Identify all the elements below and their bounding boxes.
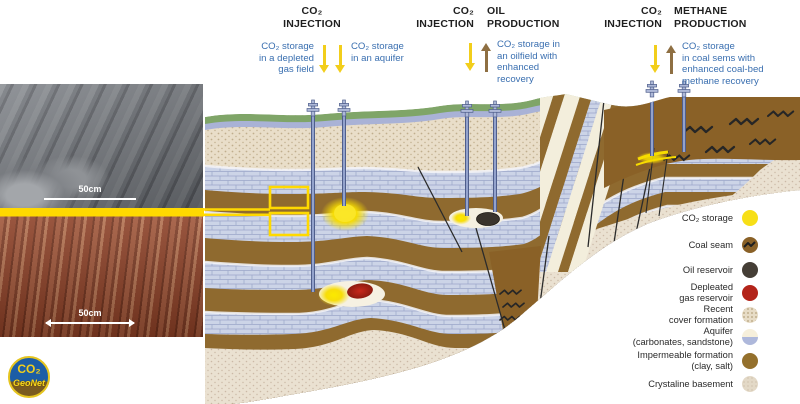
co2-plume-core — [334, 204, 356, 222]
fault-line — [587, 99, 605, 248]
sandstone-outcrop-photo: 50cm — [0, 213, 203, 337]
wellhead-icon — [337, 99, 351, 117]
legend-label: Recent cover formation — [668, 304, 733, 325]
legend-swatch-basement — [742, 376, 758, 392]
legend-label: Aquifer (carbonates, sandstone) — [632, 326, 733, 347]
legend-row: Oil reservoir — [620, 262, 758, 278]
scale-bar — [44, 198, 136, 200]
callout-box-aquifer — [268, 211, 310, 237]
shale-outcrop-photo: 50cm — [0, 84, 203, 210]
co2-streak — [635, 156, 677, 166]
coal-seam-symbol — [499, 289, 522, 295]
legend-label: Coal seam — [688, 239, 733, 250]
co2-streak — [637, 150, 669, 161]
co2-plume-depleted-field — [318, 284, 350, 306]
callout-box-impermeable — [268, 185, 310, 210]
logo-name-text: GeoNet — [12, 378, 45, 388]
depleted-gas-reservoir — [347, 283, 373, 299]
legend-row: Depleated gas reservoir — [620, 282, 758, 304]
scale-label: 50cm — [78, 184, 102, 194]
legend-row: Recent cover formation — [620, 304, 758, 326]
site1-annotation: CO₂ storage in a depleted gas field CO₂ … — [224, 41, 433, 76]
geonet-logo: CO₂ GeoNet — [8, 356, 50, 398]
site3-annotation: CO₂ storage in coal sems with enhanced c… — [650, 41, 778, 88]
coal-seam-symbol — [682, 125, 714, 134]
reservoir-pocket — [319, 281, 385, 307]
legend-row: Crystaline basement — [620, 376, 758, 392]
legend-label: CO₂ storage — [681, 212, 733, 223]
legend-label: Oil reservoir — [682, 264, 733, 275]
wellhead-icon — [306, 99, 320, 117]
legend-swatch-impermeable — [742, 352, 758, 369]
co2-injection-arrow-icon — [650, 44, 661, 76]
legend-row: CO₂ storage — [620, 210, 758, 226]
coal-seam-symbol — [748, 138, 777, 146]
legend-label: Impermeable formation (clay, salt) — [637, 350, 733, 371]
fault-line — [475, 227, 506, 331]
logo-co2-text: CO₂ — [17, 362, 41, 376]
co2-plume-oilfield — [451, 211, 471, 225]
co2-injection-arrow-icon — [465, 42, 476, 74]
oil-production-arrow-icon — [481, 42, 492, 74]
legend-label: Depleated gas reservoir — [679, 282, 733, 303]
legend-swatch-aquifer — [742, 328, 758, 345]
wellhead-icon — [488, 100, 502, 118]
coal-seam-symbol — [502, 302, 525, 308]
fault-line — [417, 166, 463, 253]
co2-plume-aquifer — [321, 197, 369, 231]
legend: CO₂ storage Coal seam Oil reservoir Depl… — [620, 206, 758, 400]
site1-injection-title: CO₂ INJECTION — [283, 5, 341, 30]
legend-swatch-coal-seam — [742, 237, 758, 253]
legend-swatch-co2-storage — [742, 210, 758, 226]
site1-note-right: CO₂ storage in an aquifer — [351, 41, 404, 64]
coal-seam-symbol — [766, 110, 795, 118]
oil-reservoir — [476, 212, 500, 226]
fault-line — [645, 147, 655, 214]
site3-note: CO₂ storage in coal sems with enhanced c… — [682, 41, 764, 88]
scale-label: 50cm — [78, 308, 102, 318]
legend-row: Coal seam — [620, 237, 758, 253]
site3-production-title: METHANE PRODUCTION — [674, 5, 747, 30]
coal-bearing-formation — [604, 96, 800, 188]
site2-production-title: OIL PRODUCTION — [487, 5, 560, 30]
site1-note-left: CO₂ storage in a depleted gas field — [259, 41, 314, 76]
methane-production-arrow-icon — [666, 44, 677, 76]
wellhead-icon — [460, 100, 474, 118]
site2-note: CO₂ storage in an oilfield with enhanced… — [497, 39, 560, 86]
coal-seam-symbol — [662, 154, 691, 162]
legend-row: Impermeable formation (clay, salt) — [620, 350, 758, 372]
reservoir-pocket — [449, 208, 503, 228]
legend-swatch-gas-reservoir — [742, 284, 758, 301]
co2-plume-coal — [637, 152, 667, 164]
coal-seam-symbol — [704, 145, 736, 154]
legend-row: Aquifer (carbonates, sandstone) — [620, 326, 758, 348]
scale-bar — [45, 319, 135, 327]
site3-injection-title: CO₂ INJECTION — [604, 5, 662, 30]
legend-label: Crystaline basement — [648, 378, 733, 389]
legend-swatch-recent-cover — [742, 306, 758, 323]
site2-annotation: CO₂ storage in an oilfield with enhanced… — [465, 39, 589, 86]
fault-line — [535, 235, 550, 335]
co2-injection-arrow-icon — [319, 44, 330, 76]
coal-seam-symbol — [499, 315, 521, 321]
co2-injection-arrow-icon — [335, 44, 346, 76]
site2-injection-title: CO₂ INJECTION — [416, 5, 474, 30]
coal-graben-block — [489, 246, 541, 332]
coal-seam-symbol — [728, 117, 760, 126]
legend-swatch-oil-reservoir — [742, 262, 758, 278]
